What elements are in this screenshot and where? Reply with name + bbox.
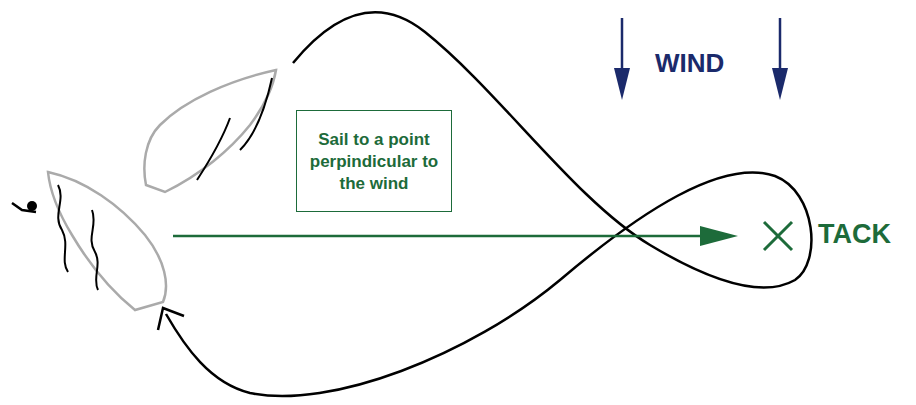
heading-arrow bbox=[173, 235, 712, 238]
course-arrowhead bbox=[158, 308, 184, 330]
tack-cross bbox=[764, 222, 792, 250]
note-text: Sail to a point perpindicular to the win… bbox=[306, 129, 442, 195]
boat bbox=[144, 70, 276, 192]
boat bbox=[48, 172, 166, 310]
wind-label: WIND bbox=[655, 48, 724, 79]
course-path bbox=[166, 12, 811, 396]
person-overboard bbox=[12, 201, 37, 212]
note-box: Sail to a point perpindicular to the win… bbox=[296, 110, 452, 212]
wind-arrow bbox=[614, 18, 788, 100]
heading-arrowhead bbox=[700, 226, 738, 246]
tack-label: TACK bbox=[818, 219, 891, 250]
